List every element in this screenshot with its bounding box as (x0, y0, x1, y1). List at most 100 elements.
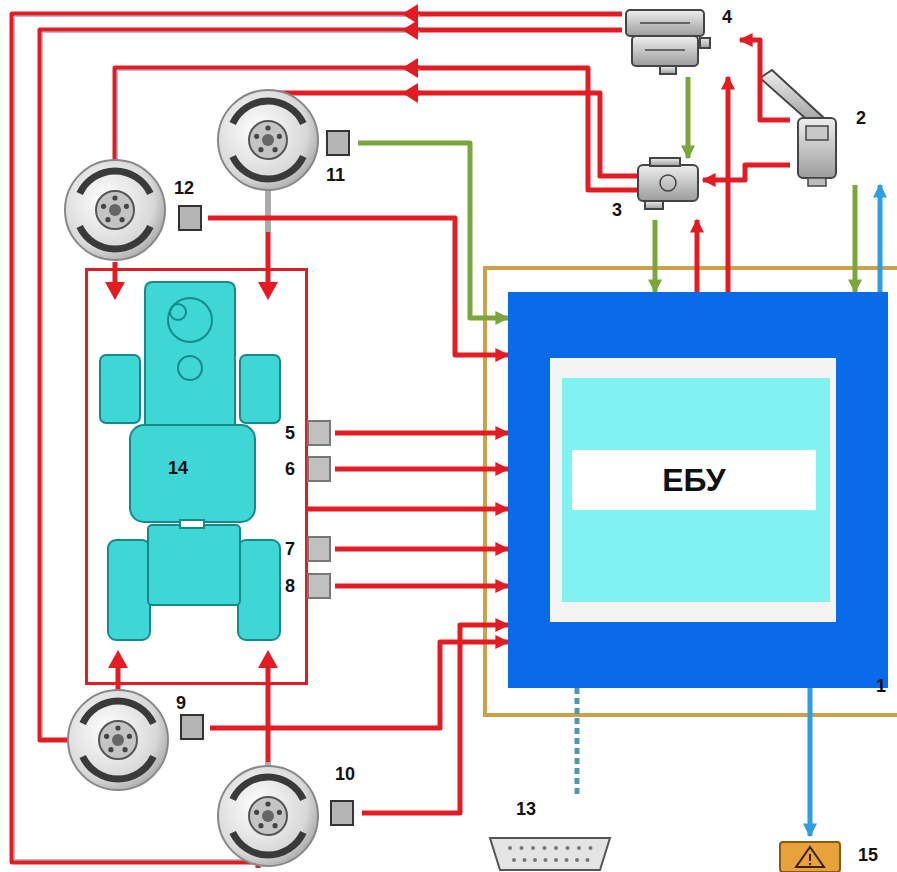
tractor (108, 540, 150, 640)
ecu-block: ЕБУ (508, 292, 888, 688)
valve-body (638, 165, 698, 201)
force-arrow (265, 190, 271, 232)
pipe-arrow (402, 20, 418, 40)
brake-pipe (40, 30, 420, 740)
wheel-bolt (272, 147, 277, 152)
modulator-valve: 3 (608, 158, 703, 220)
pin (577, 846, 581, 850)
callout-number: 13 (516, 799, 536, 819)
pin (523, 858, 527, 862)
wheel-bolt (124, 204, 129, 209)
diagnostic-connector: 13 (488, 797, 614, 872)
sensor-body (307, 573, 331, 599)
valve-detail (645, 49, 685, 51)
signal-line (335, 584, 508, 589)
warning-lamp (780, 842, 840, 872)
wheel (65, 90, 318, 866)
modulator-valve: 4 (618, 5, 740, 77)
signal-line (703, 165, 790, 180)
wheel-bolt (119, 217, 124, 222)
brake-pedal (806, 126, 828, 140)
pin (533, 858, 537, 862)
warning-lamp (809, 863, 811, 865)
callout-number: 15 (858, 845, 878, 865)
wheel-bolt (122, 747, 127, 752)
warning-lamp: 15 (776, 836, 888, 872)
valve-body (626, 10, 704, 36)
brake-pipe (42, 32, 420, 738)
tractor (168, 298, 212, 342)
callout-number: 12 (174, 178, 194, 198)
tractor (178, 356, 202, 380)
warning-lamp (796, 847, 824, 867)
wheel-disc (218, 90, 318, 190)
signal-line (208, 218, 508, 355)
wheel-bolt (265, 801, 270, 806)
pressure-sensor: 6 (283, 454, 335, 484)
callout-number: 7 (285, 539, 295, 559)
diagnostic-connector (508, 846, 593, 862)
pin (512, 858, 516, 862)
warning-lamp (809, 854, 811, 861)
pin (520, 846, 524, 850)
ecu-label-band: ЕБУ (572, 450, 816, 510)
sensor-body (326, 130, 350, 156)
tractor (148, 525, 240, 605)
wheel-disc (65, 160, 165, 260)
sensor-body (178, 205, 202, 231)
signal-line (740, 40, 790, 120)
wheel-bolt (112, 195, 117, 200)
force-arrow (266, 232, 271, 286)
brake-pipe (412, 28, 622, 33)
force-arrow (116, 665, 121, 690)
signal-line (878, 185, 883, 292)
pin (543, 846, 547, 850)
signal-line (335, 431, 508, 436)
signal-line (362, 625, 508, 813)
sensor-body (330, 800, 354, 826)
valve-body (645, 201, 663, 209)
brake-pedal (760, 70, 836, 186)
valve-body (626, 10, 710, 209)
wheel-speed-sensor: 9 (174, 693, 210, 743)
brake-pipe (412, 68, 637, 190)
brake-pedal (798, 118, 836, 178)
callout-number: 11 (326, 165, 345, 185)
brake-pipe (412, 12, 622, 17)
wheel-hub (96, 191, 134, 229)
signal-line (853, 185, 858, 292)
callout-number: 9 (176, 693, 186, 713)
tractor (180, 520, 204, 528)
pin (589, 846, 593, 850)
valve-detail (640, 22, 690, 24)
callout-number: 10 (335, 764, 355, 784)
callout-number: 4 (722, 7, 732, 27)
brake-pedal (808, 178, 826, 186)
pin (554, 858, 558, 862)
callout-number: 5 (285, 423, 295, 443)
wheel-bolt (272, 823, 277, 828)
tractor (238, 540, 280, 640)
tractor (130, 425, 255, 522)
signal-line (808, 688, 813, 836)
valve-body (650, 158, 680, 166)
tractor (170, 304, 186, 320)
signal-line (575, 688, 580, 797)
wheel-bolt (277, 134, 282, 139)
signal-line (358, 143, 508, 318)
wheel-bolt (127, 734, 132, 739)
sensor-body (307, 456, 331, 482)
force-arrow (105, 282, 125, 300)
wheel-bolt (265, 125, 270, 130)
ecu-title: ЕБУ (662, 461, 725, 499)
wheel-hub (109, 204, 121, 216)
pressure-sensor: 5 (283, 418, 335, 448)
signal-line (686, 77, 691, 158)
callout-number: 1 (876, 676, 886, 696)
signal-line (335, 467, 508, 472)
force-arrow (108, 650, 128, 668)
pin (575, 858, 579, 862)
wheel-bolt (104, 734, 109, 739)
force-arrow (105, 190, 278, 778)
valve-detail (660, 175, 676, 191)
